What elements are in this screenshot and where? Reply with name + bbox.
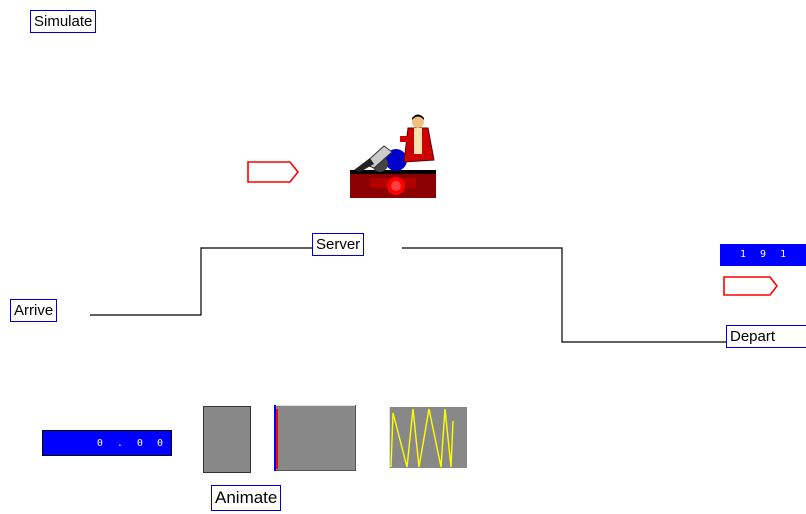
sim-time-display: 0 . 0 0 <box>42 430 172 456</box>
animate-button[interactable]: Animate <box>211 485 282 511</box>
worker-at-desk-icon[interactable] <box>344 114 440 200</box>
depart-block[interactable]: Depart <box>726 325 806 348</box>
departures-count-display: 1 9 1 <box>720 244 806 266</box>
arrive-to-server-line <box>90 247 312 316</box>
sawtooth-plot-icon <box>389 407 467 469</box>
simulate-button[interactable]: Simulate <box>30 10 97 33</box>
server-to-depart-line <box>402 247 726 343</box>
server-block[interactable]: Server <box>312 233 365 256</box>
entity-token-icon <box>723 276 779 296</box>
arrive-block[interactable]: Arrive <box>10 299 58 322</box>
level-gauge-icon <box>203 406 251 473</box>
histogram-plot-icon <box>270 405 356 471</box>
entity-token-icon <box>247 161 300 183</box>
